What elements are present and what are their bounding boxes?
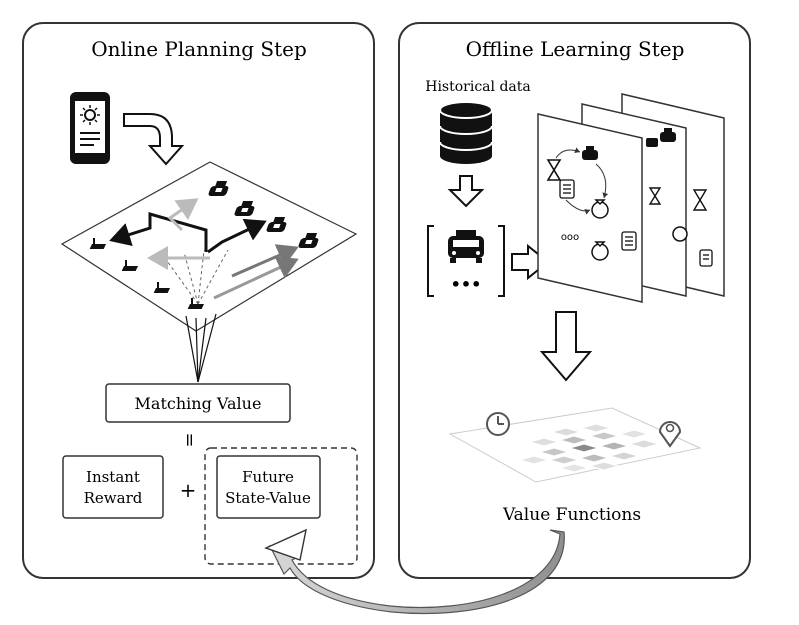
hourglass-icon xyxy=(648,187,662,205)
money-bag-icon xyxy=(591,199,609,219)
bracket-ellipsis: ••• xyxy=(451,275,482,294)
taxi-icon xyxy=(582,146,598,160)
route-arrow-mid xyxy=(231,244,299,278)
trajectory-bracket xyxy=(427,225,505,297)
passenger-icon xyxy=(121,260,138,271)
matching-value-label: Matching Value xyxy=(135,394,262,413)
route-arrow-mid-2 xyxy=(213,256,299,300)
taxi-icon xyxy=(646,138,658,147)
offline-title: Offline Learning Step xyxy=(466,37,685,61)
money-bag-icon xyxy=(672,226,688,242)
route-arrow-dark-2 xyxy=(207,218,267,254)
document-icon xyxy=(699,249,713,267)
document-icon xyxy=(559,179,575,199)
match-lines xyxy=(161,249,229,305)
card-ellipsis: ooo xyxy=(561,232,579,243)
request-arrow-icon xyxy=(123,113,185,166)
online-title: Online Planning Step xyxy=(91,37,307,61)
passenger-icon xyxy=(153,282,170,293)
hourglass-icon xyxy=(546,159,562,181)
instant-reward-line1: Instant xyxy=(86,468,140,486)
episode-card-1 xyxy=(537,113,643,303)
taxi-icon xyxy=(448,230,484,263)
taxi-icon xyxy=(298,233,319,248)
taxi-icon xyxy=(660,128,676,142)
hex-heatmap xyxy=(518,423,660,473)
value-lines xyxy=(185,313,217,383)
city-map-plane xyxy=(60,161,358,332)
historical-data-label: Historical data xyxy=(425,79,531,95)
route-arrow-dark xyxy=(109,212,208,252)
hourglass-icon xyxy=(692,189,708,211)
money-bag-icon xyxy=(591,241,609,261)
feedback-flow-arrow-head xyxy=(264,528,307,561)
big-down-arrow-icon xyxy=(539,311,593,382)
passenger-icon xyxy=(187,298,204,309)
taxi-icon xyxy=(266,217,287,232)
future-line2: State-Value xyxy=(225,489,311,507)
route-arrow-light xyxy=(167,198,199,232)
plus-sign: + xyxy=(180,478,197,502)
future-state-value-box xyxy=(216,455,321,519)
instant-reward-box xyxy=(62,455,164,519)
future-line1: Future xyxy=(242,468,294,486)
document-icon xyxy=(621,231,637,251)
smartphone-icon xyxy=(70,92,110,164)
location-pin-icon xyxy=(658,421,682,448)
value-function-plane xyxy=(448,407,702,483)
database-icon xyxy=(439,101,493,164)
down-arrow-icon xyxy=(447,175,485,208)
matching-value-box xyxy=(105,383,291,423)
equals-sign: = xyxy=(179,432,200,447)
taxi-icon xyxy=(234,201,255,216)
instant-reward-line2: Reward xyxy=(84,489,143,507)
value-functions-label: Value Functions xyxy=(502,505,641,525)
passenger-icon xyxy=(89,238,106,249)
card-flow-arrows xyxy=(555,147,609,215)
taxi-icon xyxy=(208,181,229,196)
clock-icon xyxy=(486,412,510,436)
